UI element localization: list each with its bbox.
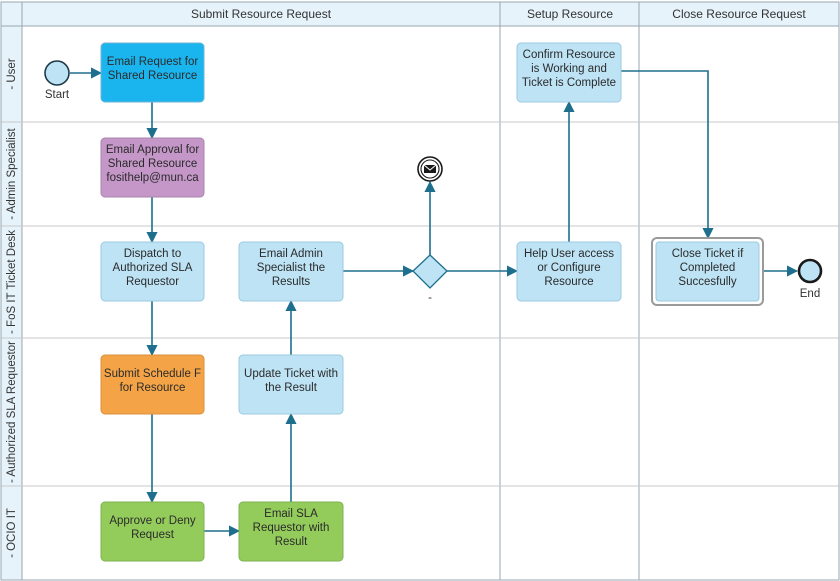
svg-text:Succesfully: Succesfully: [678, 276, 736, 288]
svg-text:Email Admin: Email Admin: [259, 248, 323, 260]
svg-text:for Resource: for Resource: [120, 382, 186, 394]
lane-desk-label: - FoS IT Ticket Desk: [6, 230, 18, 334]
message-event[interactable]: [417, 156, 443, 182]
start-label: Start: [45, 89, 70, 101]
task-close-ticket[interactable]: Close Ticket if Completed Succesfully: [651, 237, 764, 306]
flow-confirm-to-close-ticket: [621, 70, 714, 240]
task-help-user[interactable]: Help User access or Configure Resource: [516, 241, 622, 302]
svg-text:Ticket is Complete: Ticket is Complete: [522, 77, 616, 89]
task-confirm-resource[interactable]: Confirm Resource is Working and Ticket i…: [516, 42, 622, 103]
svg-text:Shared Resource: Shared Resource: [108, 158, 198, 170]
start-event[interactable]: [44, 60, 70, 86]
phase-setup-label: Setup Resource: [527, 7, 613, 21]
svg-text:Shared Resource: Shared Resource: [108, 70, 198, 82]
svg-text:Update Ticket with: Update Ticket with: [244, 368, 338, 380]
svg-text:Confirm Resource: Confirm Resource: [523, 49, 616, 61]
svg-text:Requestor with: Requestor with: [253, 522, 330, 534]
svg-text:Submit Schedule F: Submit Schedule F: [104, 368, 201, 380]
svg-text:Specialist the: Specialist the: [257, 262, 325, 274]
exclusive-gateway[interactable]: [412, 254, 448, 289]
svg-text:Result: Result: [275, 536, 308, 548]
task-update-ticket[interactable]: Update Ticket with the Result: [238, 354, 344, 415]
phase-header-row: [21, 1, 840, 27]
task-email-request[interactable]: Email Request for Shared Resource: [100, 42, 205, 103]
svg-text:Email Request for: Email Request for: [107, 56, 199, 68]
task-email-sla-requestor[interactable]: Email SLA Requestor with Result: [238, 501, 344, 562]
svg-text:Resource: Resource: [544, 276, 593, 288]
gateway-label: -: [428, 292, 432, 304]
lane-admin-label: - Admin Specialist: [6, 127, 18, 219]
svg-text:is Working and: is Working and: [531, 63, 607, 75]
svg-text:Authorized SLA: Authorized SLA: [113, 262, 193, 274]
svg-text:Requestor: Requestor: [126, 276, 179, 288]
svg-text:Results: Results: [272, 276, 311, 288]
lane-ocio-label: - OCIO IT: [6, 508, 18, 558]
task-email-admin-specialist[interactable]: Email Admin Specialist the Results: [238, 241, 344, 302]
svg-text:or Configure: or Configure: [537, 262, 600, 274]
svg-text:Help User access: Help User access: [524, 248, 614, 260]
task-email-approval[interactable]: Email Approval for Shared Resource fosit…: [100, 137, 205, 198]
task-dispatch[interactable]: Dispatch to Authorized SLA Requestor: [100, 241, 205, 302]
svg-text:Email SLA: Email SLA: [264, 508, 318, 520]
lane-user-label: - User: [6, 58, 18, 89]
svg-text:fosithelp@mun.ca: fosithelp@mun.ca: [106, 172, 199, 184]
phase-submit-label: Submit Resource Request: [191, 7, 332, 21]
lane-header-corner: [0, 1, 23, 27]
task-submit-schedule[interactable]: Submit Schedule F for Resource: [100, 354, 205, 415]
end-label: End: [800, 288, 820, 300]
svg-text:Completed: Completed: [680, 262, 736, 274]
svg-text:Request: Request: [131, 529, 175, 541]
end-event[interactable]: [797, 258, 823, 284]
svg-text:Close Ticket if: Close Ticket if: [672, 248, 744, 260]
svg-text:Email Approval for: Email Approval for: [106, 144, 199, 156]
svg-text:the Result: the Result: [265, 382, 318, 394]
envelope-icon: [423, 164, 437, 173]
phase-close-label: Close Resource Request: [672, 7, 806, 21]
svg-text:Approve or Deny: Approve or Deny: [109, 515, 196, 527]
task-approve-deny[interactable]: Approve or Deny Request: [100, 501, 205, 562]
sequence-flows: [70, 67, 799, 537]
svg-text:Dispatch to: Dispatch to: [124, 248, 182, 260]
lane-sla-label: - Authorized SLA Requestor: [6, 341, 18, 483]
